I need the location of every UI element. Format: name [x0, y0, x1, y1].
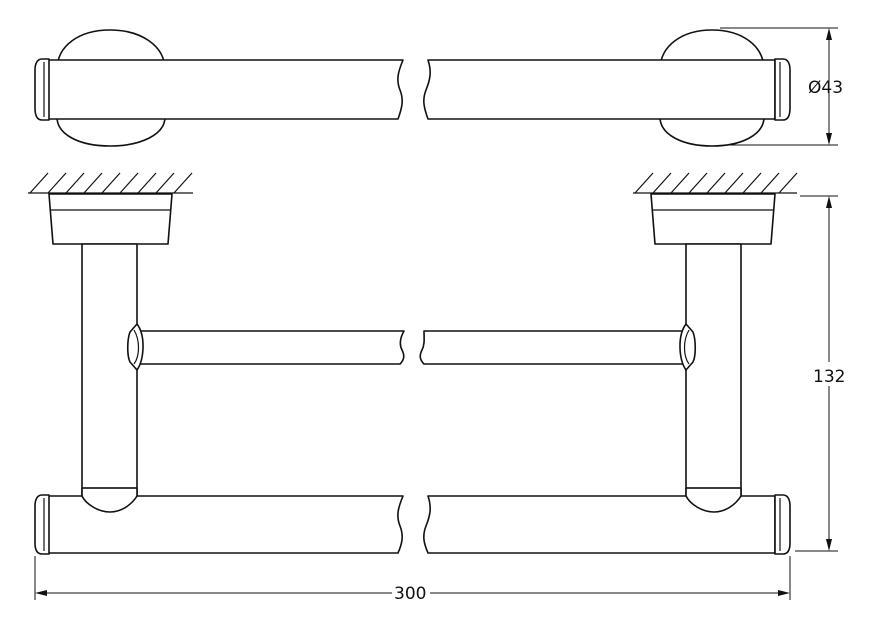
diameter-dimension: Ø43 — [720, 27, 843, 146]
right-post — [685, 243, 742, 500]
middle-bar-right-cap — [679, 323, 697, 371]
height-label: 132 — [813, 367, 845, 387]
width-label: 300 — [394, 584, 426, 604]
middle-bar-right-segment — [419, 330, 685, 365]
top-bar-left-segment — [47, 59, 404, 120]
wall-hatch-left — [28, 172, 193, 194]
right-joint — [685, 487, 742, 513]
middle-bar-left-cap — [126, 323, 144, 371]
front-view — [28, 172, 798, 555]
bottom-bar-left-segment — [47, 495, 404, 554]
top-view — [34, 29, 791, 147]
top-left-end-cap — [34, 58, 50, 121]
left-wall-mount — [48, 193, 173, 245]
diameter-label: Ø43 — [808, 78, 843, 98]
left-post — [81, 243, 138, 500]
bottom-left-end-cap — [34, 494, 50, 555]
width-dimension: 300 — [34, 556, 791, 604]
height-dimension: 132 — [795, 195, 848, 552]
middle-bar-left-segment — [139, 330, 405, 365]
wall-hatch-right — [633, 172, 798, 194]
bottom-bar-right-segment — [423, 495, 776, 554]
top-bar-right-segment — [423, 59, 776, 120]
bottom-right-end-cap — [774, 494, 791, 555]
right-wall-mount — [650, 193, 776, 245]
top-right-end-cap — [774, 58, 791, 121]
left-joint — [81, 487, 138, 513]
